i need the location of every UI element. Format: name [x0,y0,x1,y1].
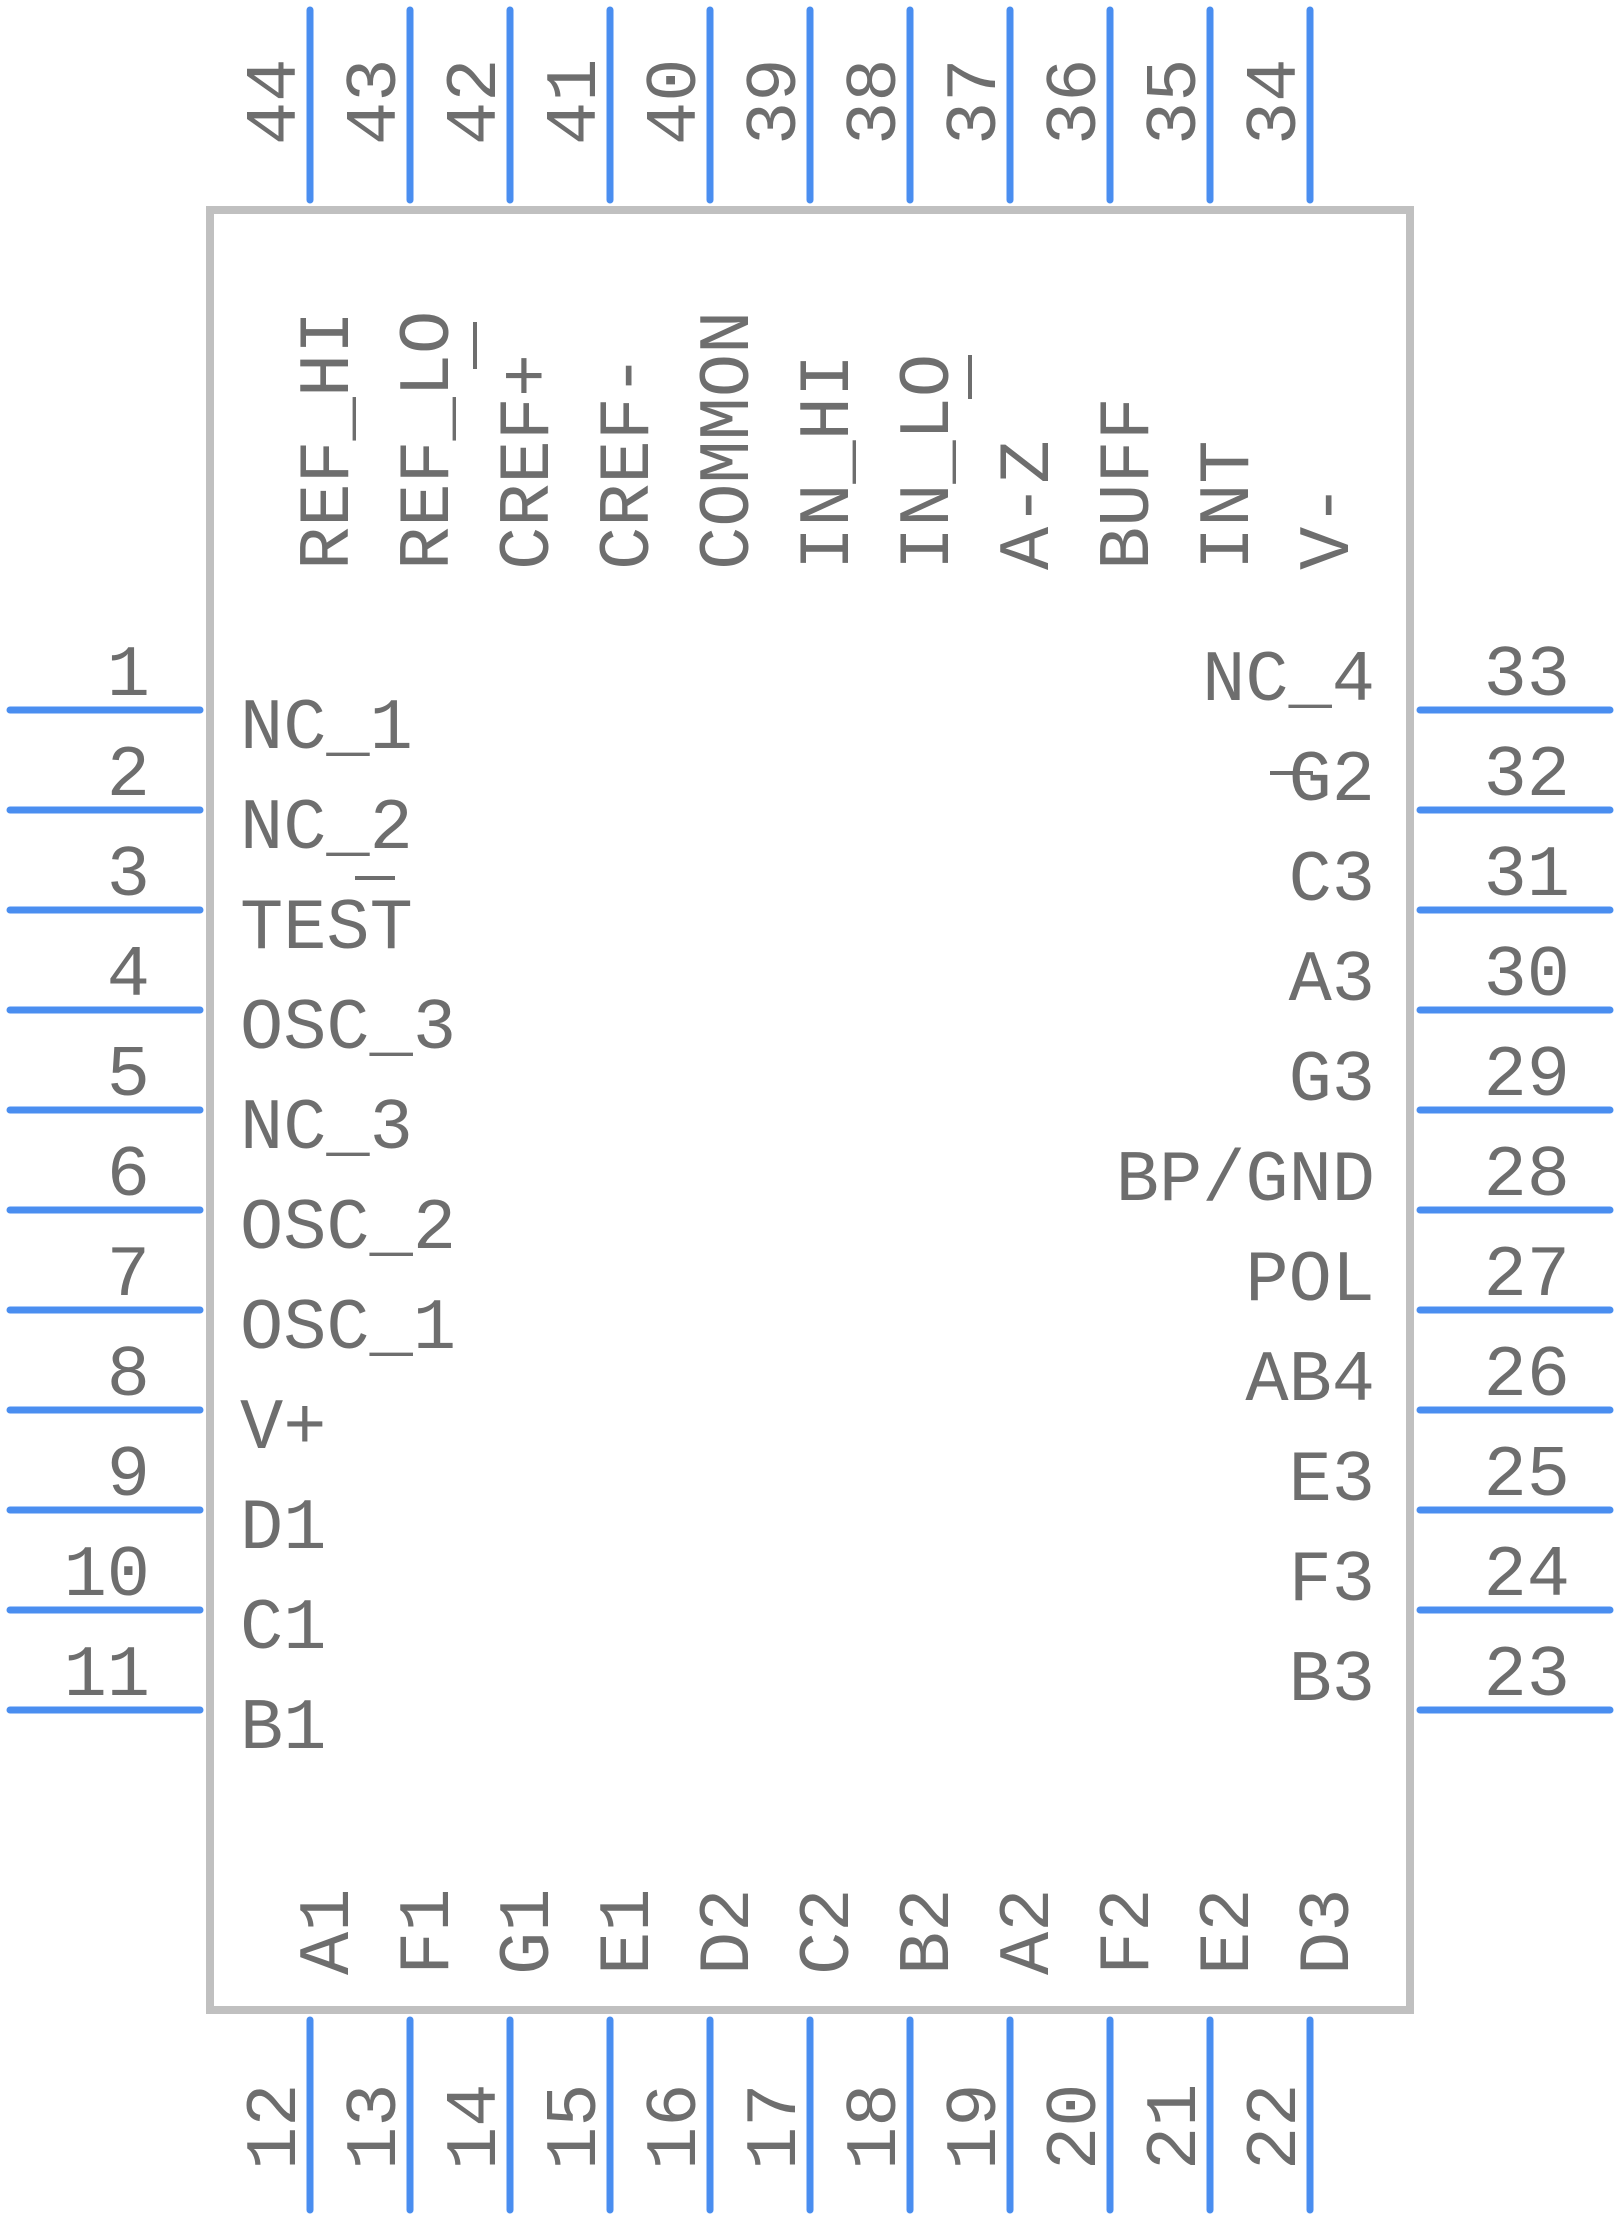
pin-label-pol: POL [1245,1240,1375,1322]
pin-label-c3: C3 [1289,840,1375,922]
pin-label-in-hi: IN_HI [788,354,870,570]
pin-label-common: COMMON [688,311,770,570]
pin-number: 36 [1035,59,1117,145]
pin-number: 44 [235,59,317,145]
pin-number: 3 [107,835,150,917]
pin-label-ref-lo: REF_LO [388,311,470,570]
pin-number: 40 [635,59,717,145]
pin-number: 5 [107,1035,150,1117]
pin-number: 35 [1135,59,1217,145]
pin-label-v: V+ [240,1388,326,1470]
pin-number: 23 [1484,1635,1570,1717]
pin-label-g1: G1 [488,1889,570,1975]
pin-number: 27 [1484,1235,1570,1317]
pin-label-nc-4: NC_4 [1202,640,1375,722]
right-pins: 33 NC_4 32 G2 31 C3 30 A3 29 G3 28 BP/GND 27 POL 26 AB4… [1116,635,1614,1722]
pin-label-cref: CREF+ [488,354,570,570]
pin-label-a2: A2 [988,1889,1070,1975]
pin-label-osc-3: OSC_3 [240,988,456,1070]
pin-number: 20 [1035,2084,1117,2170]
pin-label-e2: E2 [1188,1889,1270,1975]
pin-label-ref-hi: REF_HI [288,311,370,570]
pin-label-test: TEST [240,888,413,970]
pin-number: 38 [835,59,917,145]
pin-number: 32 [1484,735,1570,817]
pin-label-b2: B2 [888,1889,970,1975]
pin-label-a3: A3 [1289,940,1375,1022]
pin-label-g2: G2 [1289,740,1375,822]
pin-number: 1 [107,635,150,717]
pin-number: 25 [1484,1435,1570,1517]
pin-number: 17 [735,2084,817,2170]
pin-label-nc-2: NC_2 [240,788,413,870]
pin-label-b1: B1 [240,1688,326,1770]
pin-label-f3: F3 [1289,1540,1375,1622]
pin-number: 39 [735,59,817,145]
pin-label-g3: G3 [1289,1040,1375,1122]
pin-label-nc-1: NC_1 [240,688,413,770]
pin-label-a1: A1 [288,1889,370,1975]
pin-label-c1: C1 [240,1588,326,1670]
pin-number: 16 [635,2084,717,2170]
pin-label-in-lo: IN_LO [888,354,970,570]
pin-label-d2: D2 [688,1889,770,1975]
pin-number: 11 [64,1635,150,1717]
pin-number: 21 [1135,2084,1217,2170]
pin-label-cref: CREF- [588,354,670,570]
pin-number: 19 [935,2084,1017,2170]
pin-number: 9 [107,1435,150,1517]
pin-number: 42 [435,59,517,145]
pin-label-osc-2: OSC_2 [240,1188,456,1270]
pin-number: 8 [107,1335,150,1417]
pin-number: 24 [1484,1535,1570,1617]
pin-number: 43 [335,59,417,145]
pin-label-d3: D3 [1288,1889,1370,1975]
pin-label-buff: BUFF [1088,397,1170,570]
pin-number: 31 [1484,835,1570,917]
pin-label-f1: F1 [388,1889,470,1975]
pin-number: 2 [107,735,150,817]
pin-label-ab4: AB4 [1245,1340,1375,1422]
pin-label-e1: E1 [588,1889,670,1975]
pin-number: 29 [1484,1035,1570,1117]
pin-number: 6 [107,1135,150,1217]
pin-number: 12 [235,2084,317,2170]
pin-number: 14 [435,2084,517,2170]
pin-number: 4 [107,935,150,1017]
pin-label-b3: B3 [1289,1640,1375,1722]
pin-number: 34 [1235,59,1317,145]
pin-number: 41 [535,59,617,145]
ic-body [206,206,1414,2014]
pin-number: 30 [1484,935,1570,1017]
pin-label-bp-gnd: BP/GND [1116,1140,1375,1222]
pin-number: 37 [935,59,1017,145]
pin-number: 15 [535,2084,617,2170]
pin-label-e3: E3 [1289,1440,1375,1522]
pin-number: 13 [335,2084,417,2170]
pin-label-nc-3: NC_3 [240,1088,413,1170]
bottom-pins: 12 A1 13 F1 14 G1 15 E1 16 D2 17 C2 18 B2 19 A2 20 F2 21 E2… [235,1889,1370,2214]
pin-number: 7 [107,1235,150,1317]
pin-label-c2: C2 [788,1889,870,1975]
pin-number: 18 [835,2084,917,2170]
pin-number: 10 [64,1535,150,1617]
pin-label-int: INT [1188,440,1270,570]
pin-number: 26 [1484,1335,1570,1417]
pin-number: 28 [1484,1135,1570,1217]
pin-label-a-z: A-Z [988,440,1070,570]
pin-number: 33 [1484,635,1570,717]
pin-label-v: V- [1288,484,1370,570]
pin-label-osc-1: OSC_1 [240,1288,456,1370]
pin-label-d1: D1 [240,1488,326,1570]
pin-label-f2: F2 [1088,1889,1170,1975]
pin-number: 22 [1235,2084,1317,2170]
